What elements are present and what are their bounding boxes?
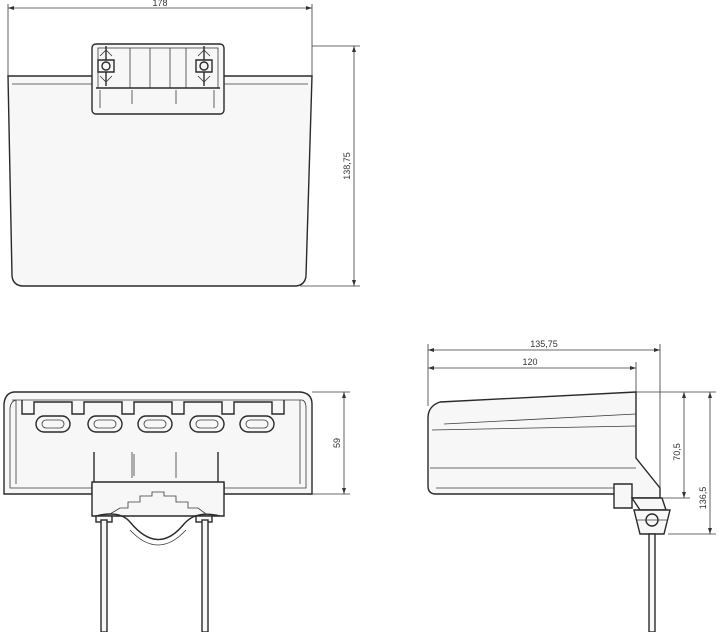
connector-slot-icon <box>239 415 275 433</box>
side-body-depth-dimension: 120 <box>428 357 637 392</box>
side-view: 135,75 120 <box>427 339 716 632</box>
connector-slot-icon <box>87 415 123 433</box>
side-body-depth-label: 120 <box>522 357 537 367</box>
front-body-outline <box>7 75 313 287</box>
top-height-dimension: 59 <box>312 391 350 495</box>
connector-slot-icon <box>189 415 225 433</box>
side-overall-depth-dimension: 135,75 <box>427 339 661 498</box>
top-body-outline <box>3 391 313 495</box>
top-height-label: 59 <box>332 438 342 448</box>
side-overall-depth-label: 135,75 <box>530 339 558 349</box>
side-body-outline <box>427 391 661 499</box>
side-body-height-label: 70,5 <box>672 443 682 461</box>
front-width-dimension: 178 <box>7 0 313 76</box>
top-view: 59 <box>3 391 350 632</box>
connector-slot-icon <box>137 415 173 433</box>
wing-nut-left-icon <box>97 46 115 86</box>
front-height-dimension: 138,75 <box>300 45 360 287</box>
mast-clamp <box>91 481 225 546</box>
front-mount-bracket <box>91 43 225 115</box>
side-mount-bracket <box>613 483 671 535</box>
side-overall-height-label: 136,5 <box>698 487 708 510</box>
side-body-height-dimension: 70,5 <box>636 391 690 499</box>
wing-nut-right-icon <box>195 46 213 86</box>
front-height-label: 138,75 <box>342 152 352 180</box>
connector-slot-icon <box>35 415 71 433</box>
threaded-rods <box>100 519 209 632</box>
front-view: 178 <box>7 0 360 287</box>
front-width-label: 178 <box>152 0 167 8</box>
connector-slots <box>35 415 275 433</box>
side-overall-height-dimension: 136,5 <box>668 391 716 535</box>
side-threaded-rod <box>648 533 656 632</box>
